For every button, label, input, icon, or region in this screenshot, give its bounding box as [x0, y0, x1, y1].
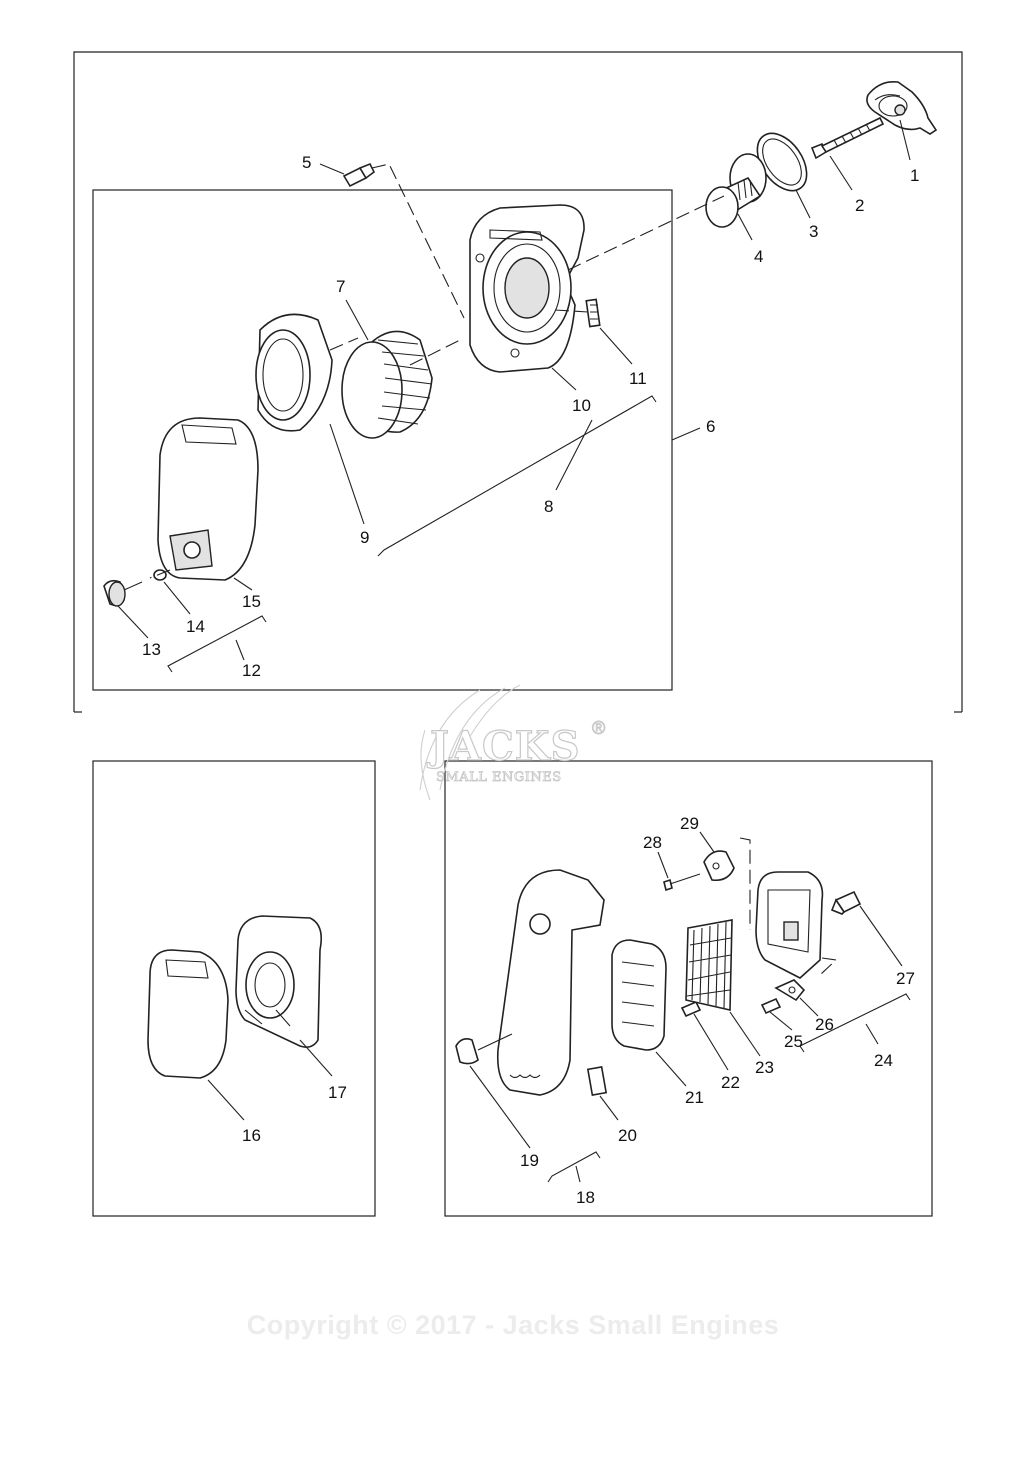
part-10-cleaner-base — [469, 204, 585, 373]
main-assembly-frame — [73, 51, 963, 712]
label-part-23: 23 — [755, 1058, 774, 1077]
watermark-logo: JACKS SMALL ENGINES ® — [419, 684, 606, 801]
label-part-9: 9 — [360, 528, 369, 547]
label-part-28: 28 — [643, 833, 662, 852]
label-part-12: 12 — [242, 661, 261, 680]
part-7-filter — [341, 330, 433, 439]
part-16-cover-variant — [147, 949, 229, 1079]
label-part-24: 24 — [874, 1051, 893, 1070]
label-part-10: 10 — [572, 396, 591, 415]
label-part-14: 14 — [186, 617, 205, 636]
part-17-base-variant — [235, 915, 323, 1048]
part-14-washer — [153, 569, 167, 581]
label-part-15: 15 — [242, 592, 261, 611]
part-4-valve — [705, 153, 767, 228]
part-2-bolt — [810, 116, 885, 160]
part-28-bolt — [663, 873, 701, 892]
right-variant-frame — [444, 760, 933, 1217]
label-part-16: 16 — [242, 1126, 261, 1145]
label-part-29: 29 — [680, 814, 699, 833]
watermark-tagline: SMALL ENGINES — [436, 770, 562, 785]
label-part-19: 19 — [520, 1151, 539, 1170]
label-part-3: 3 — [809, 222, 818, 241]
leader-lines — [117, 119, 911, 1183]
part-9-pre-filter — [255, 313, 333, 432]
watermark-brand: JACKS — [427, 723, 580, 770]
watermark-registered: ® — [592, 718, 605, 738]
copyright-watermark: Copyright © 2017 - Jacks Small Engines — [246, 1310, 780, 1340]
label-part-4: 4 — [754, 247, 763, 266]
label-part-17: 17 — [328, 1083, 347, 1102]
label-part-6: 6 — [706, 417, 715, 436]
part-18-cover-assembly — [496, 869, 605, 1096]
part-19-knob — [455, 1033, 513, 1065]
label-part-11: 11 — [629, 369, 647, 388]
label-part-27: 27 — [896, 969, 915, 988]
part-5-screw — [342, 162, 376, 188]
part-21-foam-filter — [611, 939, 667, 1051]
frames — [73, 51, 963, 1217]
label-part-7: 7 — [336, 277, 345, 296]
label-part-18: 18 — [576, 1188, 595, 1207]
part-24-base-assembly — [755, 871, 824, 979]
part-1-end-plate — [866, 80, 938, 135]
part-22-screw — [680, 1000, 702, 1018]
top-alignment-lines — [149, 163, 725, 579]
part-11-gasket — [585, 298, 601, 328]
part-15-cover — [157, 417, 259, 581]
label-part-1: 1 — [910, 166, 919, 185]
part-23-screen — [685, 919, 733, 1011]
part-26-bracket — [774, 979, 806, 1002]
part-27-fitting — [830, 890, 862, 915]
label-part-25: 25 — [784, 1032, 803, 1051]
variant-alignment-lines — [739, 837, 838, 976]
part-29-plate — [703, 850, 735, 882]
part-20-label — [586, 1066, 608, 1096]
label-part-26: 26 — [815, 1015, 834, 1034]
part-number-labels: 1 2 3 4 5 6 7 8 9 10 11 12 13 14 15 16 1… — [142, 153, 919, 1207]
part-13-knob — [103, 579, 143, 607]
label-part-22: 22 — [721, 1073, 740, 1092]
label-part-2: 2 — [855, 196, 864, 215]
label-part-21: 21 — [685, 1088, 704, 1107]
part-25-screw — [760, 997, 782, 1015]
label-part-5: 5 — [302, 153, 311, 172]
left-variant-frame — [92, 760, 376, 1217]
label-part-20: 20 — [618, 1126, 637, 1145]
label-part-13: 13 — [142, 640, 161, 659]
label-part-8: 8 — [544, 497, 553, 516]
